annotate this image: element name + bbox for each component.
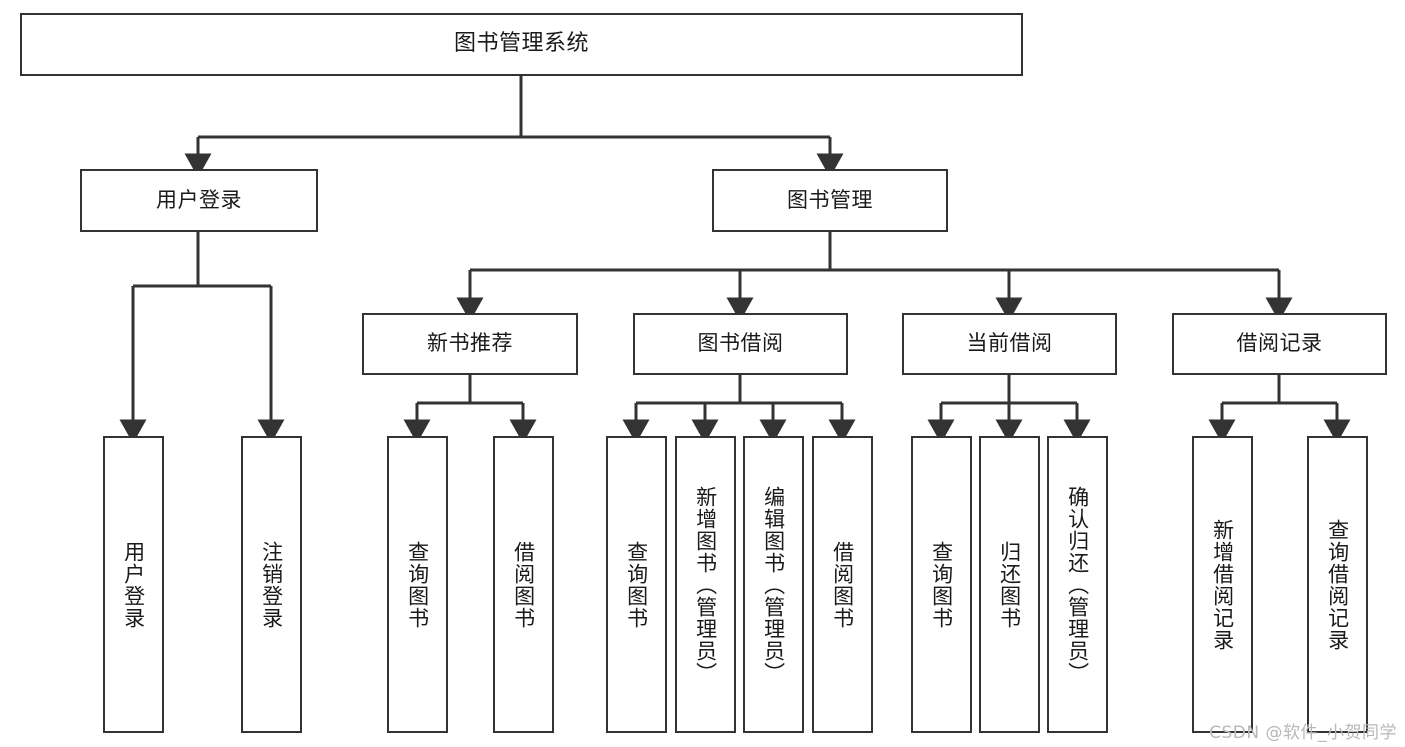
node-new-book-recommend-label: 新书推荐 [427,331,513,356]
node-leaf-query-book-2-label: 查询图书 [624,540,649,629]
node-leaf-confirm-return-label: 确认归还（管理员） [1065,485,1090,684]
node-borrow-record[interactable]: 借阅记录 [1172,313,1387,375]
node-leaf-query-book-3-label: 查询图书 [929,540,954,629]
node-leaf-confirm-return[interactable]: 确认归还（管理员） [1047,436,1108,733]
node-leaf-borrow-book-1[interactable]: 借阅图书 [493,436,554,733]
node-book-borrow-label: 图书借阅 [697,331,784,356]
node-book-borrow[interactable]: 图书借阅 [633,313,848,375]
node-user-login-label: 用户登录 [156,187,242,212]
node-leaf-edit-book-label: 编辑图书（管理员） [761,485,786,684]
node-leaf-logout-login-label: 注销登录 [259,540,284,629]
node-leaf-return-book[interactable]: 归还图书 [979,436,1040,733]
node-leaf-query-record-label: 查询借阅记录 [1325,518,1350,651]
node-leaf-query-book-2[interactable]: 查询图书 [606,436,667,733]
node-leaf-query-book-1[interactable]: 查询图书 [387,436,448,733]
node-leaf-return-book-label: 归还图书 [997,540,1022,629]
node-leaf-query-book-3[interactable]: 查询图书 [911,436,972,733]
node-leaf-query-book-1-label: 查询图书 [405,540,430,629]
node-leaf-logout-login[interactable]: 注销登录 [241,436,302,733]
node-root-label: 图书管理系统 [453,31,589,57]
node-leaf-user-login-label: 用户登录 [121,540,146,629]
node-new-book-recommend[interactable]: 新书推荐 [362,313,578,375]
node-root-system[interactable]: 图书管理系统 [20,13,1023,76]
node-current-borrow[interactable]: 当前借阅 [902,313,1117,375]
node-leaf-query-record[interactable]: 查询借阅记录 [1307,436,1368,733]
node-leaf-user-login[interactable]: 用户登录 [103,436,164,733]
node-leaf-add-book-label: 新增图书（管理员） [693,485,718,684]
node-leaf-borrow-book-1-label: 借阅图书 [511,540,536,629]
node-user-login[interactable]: 用户登录 [80,169,318,232]
node-current-borrow-label: 当前借阅 [966,331,1053,356]
node-book-manage-label: 图书管理 [787,187,873,212]
node-leaf-add-record[interactable]: 新增借阅记录 [1192,436,1253,733]
node-leaf-add-book[interactable]: 新增图书（管理员） [675,436,736,733]
node-leaf-edit-book[interactable]: 编辑图书（管理员） [743,436,804,733]
node-leaf-borrow-book-2[interactable]: 借阅图书 [812,436,873,733]
node-leaf-add-record-label: 新增借阅记录 [1210,518,1235,651]
node-borrow-record-label: 借阅记录 [1236,331,1323,356]
node-leaf-borrow-book-2-label: 借阅图书 [830,540,855,629]
node-book-manage[interactable]: 图书管理 [712,169,948,232]
